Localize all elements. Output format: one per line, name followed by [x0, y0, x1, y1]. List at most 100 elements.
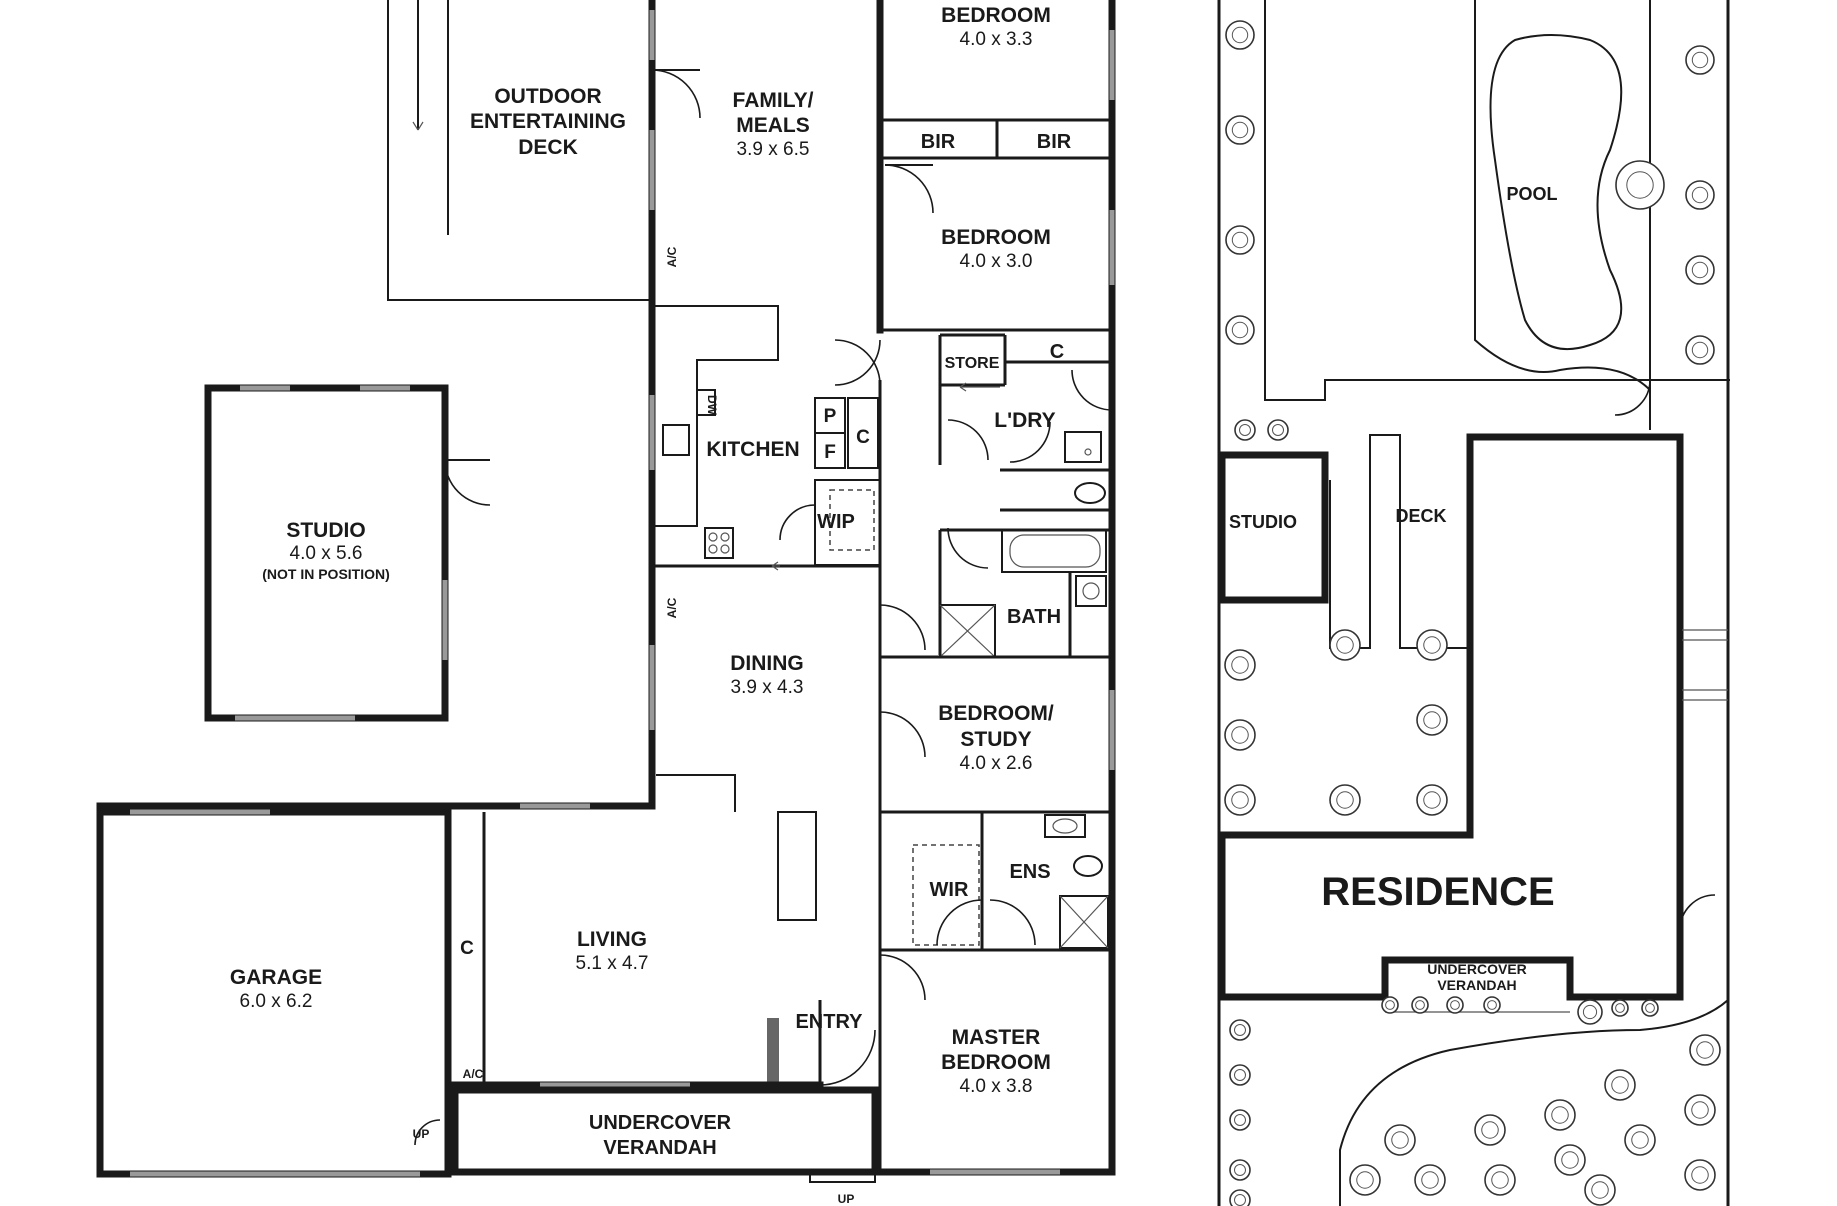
tree-icon: [1416, 784, 1448, 816]
tree-icon: [1224, 784, 1256, 816]
entry-label: ENTRY: [795, 1011, 863, 1033]
living-label: LIVING: [577, 928, 647, 951]
tree-icon: [1604, 1069, 1636, 1101]
tree-icon: [1554, 1144, 1586, 1176]
tree-icon-inner: [1336, 791, 1354, 809]
site-verandah-label: UNDERCOVER: [1427, 961, 1527, 977]
tree-icon-inner: [1611, 1076, 1629, 1094]
tree-icon: [1224, 649, 1256, 681]
tree-icon: [1416, 704, 1448, 736]
site-labels: POOL STUDIO DECK RESIDENCE UNDERCOVER VE…: [1229, 184, 1558, 993]
tree-icon-inner: [1272, 424, 1284, 436]
tree-icon: [1229, 1189, 1251, 1206]
site-deck-label: DECK: [1395, 506, 1446, 526]
tree-icon-inner: [1234, 1164, 1246, 1176]
main-floor-plan: [96, 0, 1116, 1183]
tree-icon: [1685, 335, 1715, 365]
tree-icon: [1225, 115, 1255, 145]
tree-icon-inner: [1491, 1171, 1509, 1189]
tree-icon: [1484, 1164, 1516, 1196]
master-bedroom-size: 4.0 x 3.8: [960, 1076, 1033, 1097]
tree-icon-inner: [1423, 711, 1441, 729]
tree-icon-inner: [1231, 656, 1249, 674]
tree-icon: [1474, 1114, 1506, 1146]
tree-icon: [1225, 225, 1255, 255]
tree-icon: [1229, 1064, 1251, 1086]
tree-icon: [1416, 629, 1448, 661]
tree-icon-inner: [1415, 1000, 1425, 1010]
tree-icon-inner: [1691, 1101, 1709, 1119]
tree-icon-inner: [1239, 424, 1251, 436]
bir-1-label: BIR: [921, 131, 956, 153]
tree-icon-inner: [1234, 1024, 1246, 1036]
verandah-label-2: VERANDAH: [603, 1137, 716, 1159]
tree-icon: [1584, 1174, 1616, 1206]
tree-icon-inner: [1356, 1171, 1374, 1189]
site-studio-label: STUDIO: [1229, 512, 1297, 532]
tree-icon: [1685, 45, 1715, 75]
tree-icon: [1446, 996, 1464, 1014]
linen-cupboard-label: C: [1050, 341, 1064, 363]
tree-icon: [1684, 1094, 1716, 1126]
tree-icon: [1329, 784, 1361, 816]
tree-icon-inner: [1423, 791, 1441, 809]
tree-icon-inner: [1234, 1114, 1246, 1126]
site-verandah-label-2: VERANDAH: [1437, 977, 1516, 993]
tree-icon: [1624, 1124, 1656, 1156]
laundry-label: L'DRY: [994, 409, 1055, 432]
tree-icon-inner: [1691, 261, 1709, 279]
tree-icon: [1544, 1099, 1576, 1131]
garage-label: GARAGE: [230, 966, 322, 989]
tree-icon: [1329, 629, 1361, 661]
tree-icon: [1234, 419, 1256, 441]
dishwasher-label: DW: [705, 395, 719, 416]
bedroom-study-label-2: STUDY: [960, 728, 1031, 751]
family-meals-label-2: MEALS: [736, 114, 810, 137]
tree-icon-inner: [1691, 51, 1709, 69]
site-trees: [1224, 20, 1721, 1206]
pantry-label: P: [824, 406, 837, 427]
studio-note: (NOT IN POSITION): [262, 566, 390, 582]
tree-icon-inner: [1626, 171, 1654, 199]
tree-icon-inner: [1591, 1181, 1609, 1199]
tree-icon: [1225, 315, 1255, 345]
tree-icon-inner: [1691, 1166, 1709, 1184]
room-labels: OUTDOOR ENTERTAINING DECK FAMILY/ MEALS …: [230, 4, 1072, 1206]
tree-icon: [1641, 999, 1659, 1017]
master-bedroom-label-2: BEDROOM: [941, 1051, 1051, 1074]
living-size: 5.1 x 4.7: [576, 953, 649, 974]
verandah-label: UNDERCOVER: [589, 1112, 732, 1134]
wir-label: WIR: [930, 879, 969, 901]
tree-icon-inner: [1691, 186, 1709, 204]
tree-icon-inner: [1385, 1000, 1395, 1010]
kitchen-label: KITCHEN: [706, 438, 799, 461]
tree-icon-inner: [1231, 791, 1249, 809]
bath-label: BATH: [1007, 606, 1061, 628]
tree-icon-inner: [1231, 726, 1249, 744]
dining-label: DINING: [730, 652, 804, 675]
tree-icon: [1483, 996, 1501, 1014]
bir-2-label: BIR: [1037, 131, 1072, 153]
bedroom-study-size: 4.0 x 2.6: [960, 753, 1033, 774]
up-label-2: UP: [838, 1192, 855, 1206]
garage-cupboard-label: C: [460, 938, 474, 959]
tree-icon: [1611, 999, 1629, 1017]
tree-icon-inner: [1421, 1171, 1439, 1189]
bedroom-study-label: BEDROOM/: [938, 702, 1054, 725]
pool-label: POOL: [1506, 184, 1557, 204]
tree-icon: [1577, 999, 1603, 1025]
bedroom-1-size: 4.0 x 3.3: [960, 29, 1033, 50]
tree-icon: [1414, 1164, 1446, 1196]
outdoor-deck-label-2: ENTERTAINING: [470, 110, 626, 133]
tree-icon: [1411, 996, 1429, 1014]
tree-icon-inner: [1231, 26, 1249, 44]
tree-icon-inner: [1561, 1151, 1579, 1169]
ac-label-2: A/C: [665, 597, 679, 618]
tree-icon: [1684, 1159, 1716, 1191]
tree-icon-inner: [1696, 1041, 1714, 1059]
tree-icon-inner: [1487, 1000, 1497, 1010]
tree-icon: [1615, 160, 1665, 210]
studio-size: 4.0 x 5.6: [290, 543, 363, 564]
ac-label-3: A/C: [463, 1067, 484, 1081]
tree-icon-inner: [1231, 121, 1249, 139]
